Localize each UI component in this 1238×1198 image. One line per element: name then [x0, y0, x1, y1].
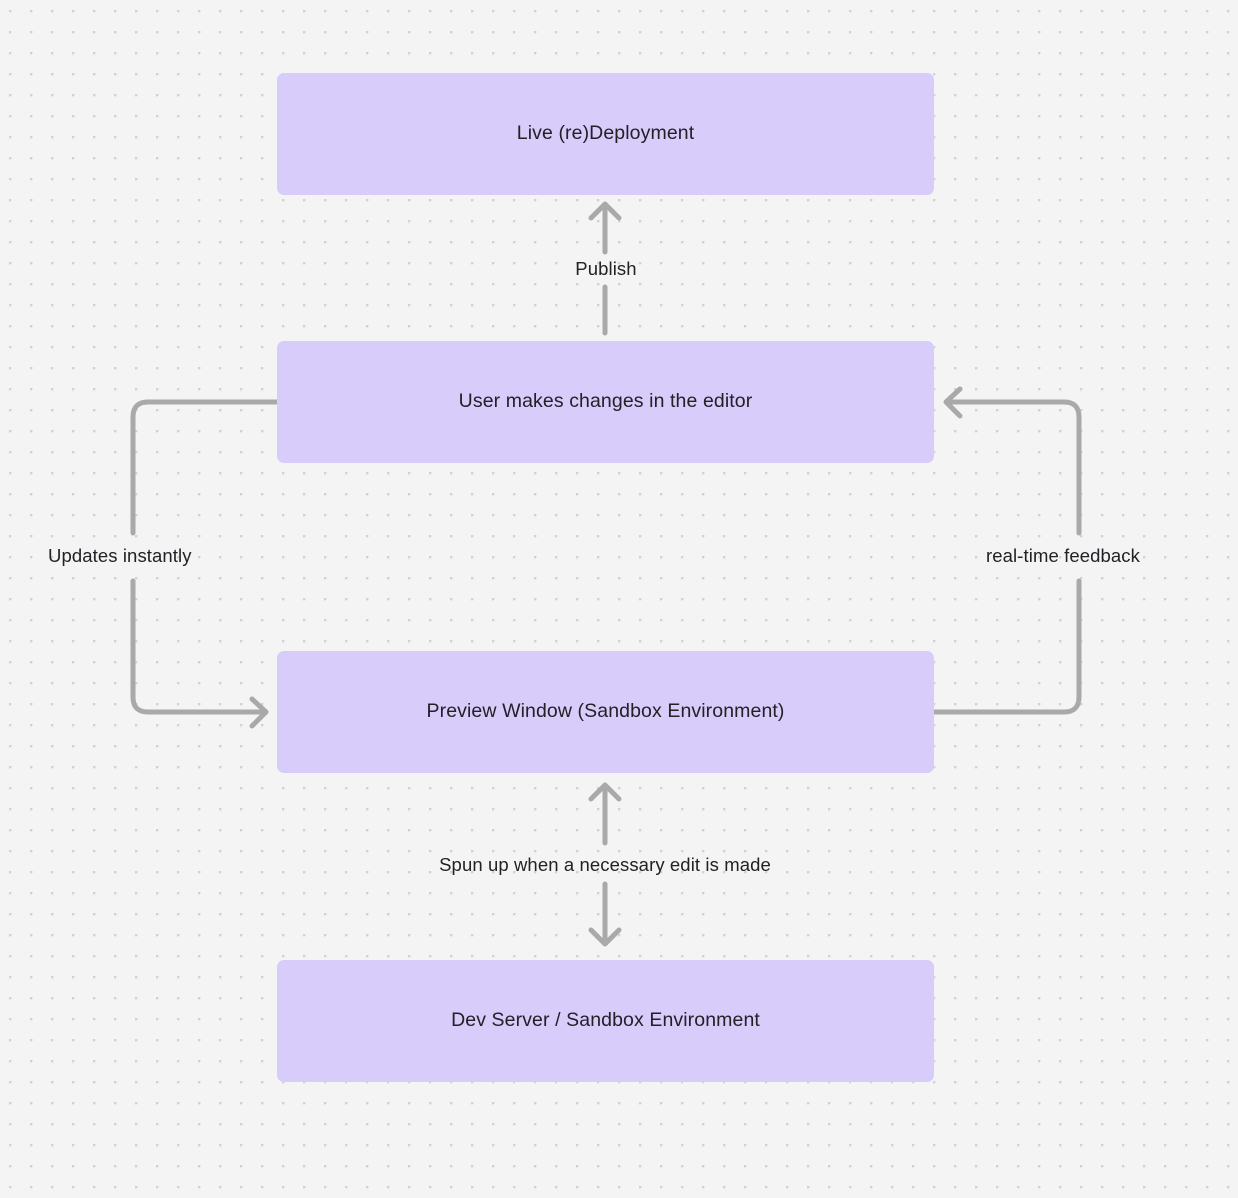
node-dev-server-label: Dev Server / Sandbox Environment	[451, 1009, 760, 1032]
node-dev-server[interactable]: Dev Server / Sandbox Environment	[277, 960, 934, 1082]
edge-updates-lower-segment	[130, 578, 267, 715]
node-user-edits-label: User makes changes in the editor	[458, 390, 753, 413]
edge-label-updates-instantly: Updates instantly	[48, 545, 192, 566]
edge-spun-up-arrowhead	[588, 782, 622, 802]
edge-updates-upper-segment	[130, 399, 280, 536]
edge-label-publish: Publish	[575, 258, 637, 279]
node-live-deployment[interactable]: Live (re)Deployment	[277, 73, 934, 195]
edge-realtime-lower-segment	[931, 578, 1082, 715]
edge-label-spun-up: Spun up when a necessary edit is made	[439, 854, 771, 875]
node-live-deployment-label: Live (re)Deployment	[516, 122, 695, 145]
edge-realtime-upper-segment	[944, 399, 1082, 536]
node-preview-window-label: Preview Window (Sandbox Environment)	[426, 700, 785, 723]
node-user-edits[interactable]: User makes changes in the editor	[277, 341, 934, 463]
edge-publish-arrowhead	[588, 201, 622, 221]
edge-realtime-arrowhead	[943, 386, 963, 419]
edge-spun-down-arrowhead	[588, 927, 622, 947]
edge-label-real-time-feedback: real-time feedback	[986, 545, 1140, 566]
node-preview-window[interactable]: Preview Window (Sandbox Environment)	[277, 651, 934, 773]
edge-updates-arrowhead	[249, 696, 269, 729]
